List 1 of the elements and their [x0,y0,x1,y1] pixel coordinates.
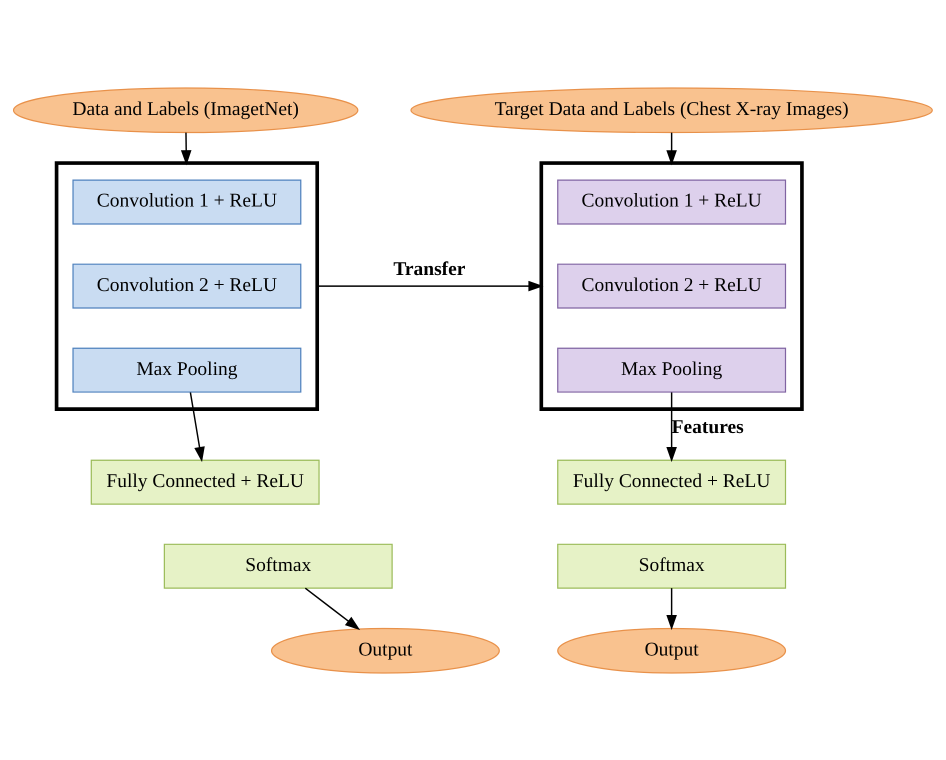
edge-label: Transfer [393,258,466,280]
